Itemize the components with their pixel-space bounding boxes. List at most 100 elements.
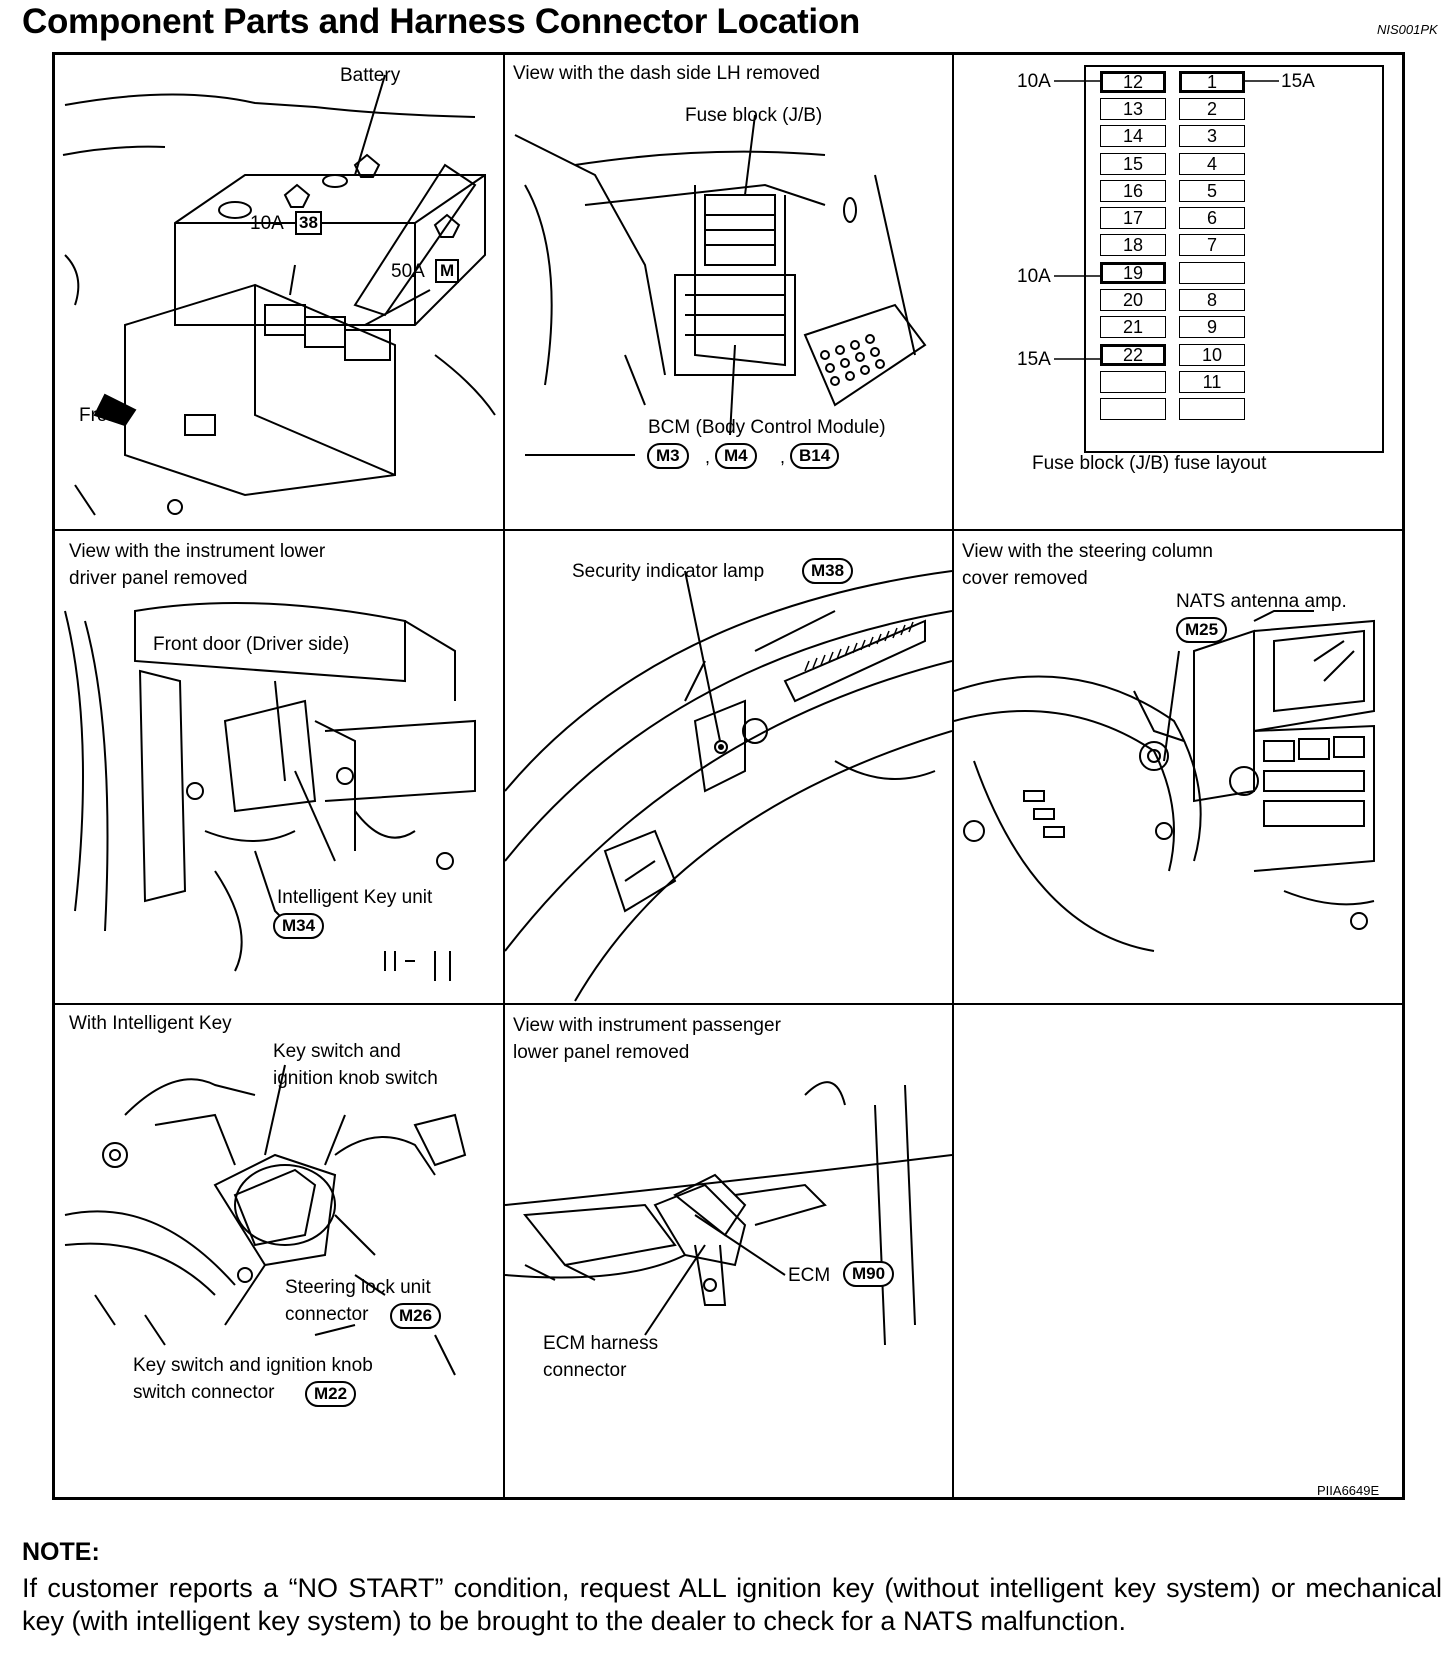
fuse-13: 13 xyxy=(1100,98,1166,120)
fuse-6: 6 xyxy=(1179,207,1245,229)
fuse-11: 11 xyxy=(1179,371,1245,393)
title-line: View with instrument passenger xyxy=(513,1015,781,1036)
steering-title: View with the steering column cover remo… xyxy=(962,539,1213,593)
page-title: Component Parts and Harness Connector Lo… xyxy=(22,2,860,41)
fuse-15: 15 xyxy=(1100,153,1166,175)
security-illustration xyxy=(505,570,952,1002)
steering-illustration xyxy=(954,610,1375,952)
connector-m4: M4 xyxy=(715,443,757,470)
fuse-20: 20 xyxy=(1100,289,1166,311)
figure-id: PIIA6649E xyxy=(1317,1483,1380,1498)
fuse-1: 1 xyxy=(1179,71,1245,93)
security-lamp-label: Security indicator lamp xyxy=(572,561,765,582)
fuse-21: 21 xyxy=(1100,316,1166,338)
panel-intelligent-key: With Intelligent Key Key switch and igni… xyxy=(55,1005,503,1497)
ecm-label: ECM xyxy=(788,1265,831,1286)
key-switch-connector-label: Key switch and ignition knob switch conn… xyxy=(133,1353,373,1407)
fuse-3: 3 xyxy=(1179,125,1245,147)
title-line: View with the steering column xyxy=(962,541,1213,562)
grid-divider xyxy=(55,529,1402,531)
intelligent-key-illustration xyxy=(64,1064,467,1376)
fuse-10a-tag: 38 xyxy=(295,211,322,235)
panel-security: Security indicator lamp M38 xyxy=(505,531,952,1003)
panel-dash: View with the dash side LH removed Fuse … xyxy=(505,55,952,529)
fuse-19: 19 xyxy=(1100,262,1166,284)
fuse-leader-lines xyxy=(1054,80,1279,360)
fuse-8: 8 xyxy=(1179,289,1245,311)
panel-instrument-lower: View with the instrument lower driver pa… xyxy=(55,531,503,1003)
fuse-22-rating: 15A xyxy=(1017,349,1051,370)
front-label: Front xyxy=(79,405,124,426)
fuse-layout-caption: Fuse block (J/B) fuse layout xyxy=(1032,453,1267,474)
panel-battery: Battery 10A 38 50A M Front xyxy=(55,55,503,529)
label-line: connector xyxy=(285,1303,369,1325)
fuse-4: 4 xyxy=(1179,153,1245,175)
connector-m90: M90 xyxy=(843,1261,895,1288)
fuse-empty xyxy=(1179,262,1245,284)
connector-m26: M26 xyxy=(390,1303,442,1330)
instrument-lower-title: View with the instrument lower driver pa… xyxy=(69,539,325,593)
fuse-10: 10 xyxy=(1179,344,1245,366)
label-line: switch connector xyxy=(133,1381,275,1403)
fuse-14: 14 xyxy=(1100,125,1166,147)
title-line: View with the instrument lower xyxy=(69,541,326,562)
intelligent-key-title: With Intelligent Key xyxy=(69,1013,232,1034)
fuse-50a-label: 50A xyxy=(391,261,425,282)
title-line: lower panel removed xyxy=(513,1041,690,1063)
fuse-10a-label: 10A xyxy=(250,213,284,234)
title-line: driver panel removed xyxy=(69,567,248,589)
note-heading: NOTE: xyxy=(22,1538,100,1566)
dash-illustration xyxy=(514,114,927,456)
front-door-label: Front door (Driver side) xyxy=(153,634,350,655)
instrument-lower-illustration xyxy=(64,602,476,981)
fuse-block-frame xyxy=(1084,65,1384,453)
fuse-block-label: Fuse block (J/B) xyxy=(685,105,823,126)
fuse-empty xyxy=(1179,398,1245,420)
label-line: ignition knob switch xyxy=(273,1067,438,1089)
fuse-17: 17 xyxy=(1100,207,1166,229)
note-text: If customer reports a “NO START” conditi… xyxy=(22,1573,1442,1636)
fuse-empty xyxy=(1100,371,1166,393)
fuse-5: 5 xyxy=(1179,180,1245,202)
passenger-title: View with instrument passenger lower pan… xyxy=(513,1013,781,1067)
fuse-50a-tag: M xyxy=(435,259,460,283)
fuse-12-rating: 10A xyxy=(1017,71,1051,92)
ecm-harness-label: ECM harness connector xyxy=(543,1331,658,1385)
nats-label: NATS antenna amp. xyxy=(1176,591,1347,612)
fuse-12: 12 xyxy=(1100,71,1166,93)
fuse-18: 18 xyxy=(1100,234,1166,256)
steering-lock-label: Steering lock unit connector xyxy=(285,1275,431,1329)
connector-b14: B14 xyxy=(790,443,840,470)
fuse-1-rating: 15A xyxy=(1281,71,1315,92)
key-switch-label: Key switch and ignition knob switch xyxy=(273,1039,438,1093)
key-unit-label: Intelligent Key unit xyxy=(277,887,433,908)
diagram-grid: Battery 10A 38 50A M Front xyxy=(52,52,1405,1500)
fuse-19-rating: 10A xyxy=(1017,266,1051,287)
bcm-label: BCM (Body Control Module) xyxy=(648,417,886,438)
fuse-9: 9 xyxy=(1179,316,1245,338)
dash-view-title: View with the dash side LH removed xyxy=(513,63,820,84)
fuse-7: 7 xyxy=(1179,234,1245,256)
separator: , xyxy=(705,447,711,467)
grid-divider xyxy=(503,55,505,1497)
connector-m38: M38 xyxy=(802,558,854,585)
title-line: cover removed xyxy=(962,567,1088,589)
label-line: connector xyxy=(543,1359,627,1381)
battery-illustration xyxy=(62,74,496,516)
connector-m3: M3 xyxy=(647,443,689,470)
connector-m25: M25 xyxy=(1176,617,1228,644)
panel-steering: View with the steering column cover remo… xyxy=(954,531,1402,1003)
passenger-illustration xyxy=(505,1081,952,1346)
grid-divider xyxy=(952,55,954,1497)
label-line: Key switch and xyxy=(273,1041,401,1062)
separator: , xyxy=(780,447,786,467)
label-line: ECM harness xyxy=(543,1333,659,1354)
label-line: Key switch and ignition knob xyxy=(133,1355,373,1376)
fuse-22: 22 xyxy=(1100,344,1166,366)
label-line: Steering lock unit xyxy=(285,1277,431,1298)
connector-m22: M22 xyxy=(305,1381,357,1408)
panel-passenger: View with instrument passenger lower pan… xyxy=(505,1005,952,1497)
fuse-empty xyxy=(1100,398,1166,420)
fuse-2: 2 xyxy=(1179,98,1245,120)
